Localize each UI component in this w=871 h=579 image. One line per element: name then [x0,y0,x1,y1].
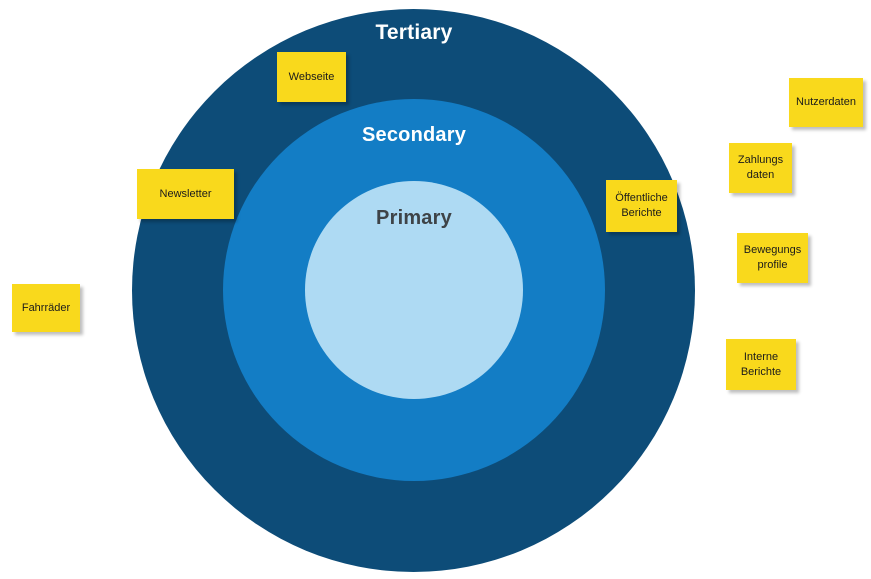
primary-ring[interactable] [305,181,523,399]
sticky-note-oeffentliche-berichte[interactable]: Öffentliche Berichte [606,180,677,232]
secondary-ring-label: Secondary [361,124,467,146]
sticky-note-nutzerdaten[interactable]: Nutzerdaten [789,78,863,127]
sticky-note-fahrraeder[interactable]: Fahrräder [12,284,80,332]
sticky-note-interne-berichte[interactable]: Interne Berichte [726,339,796,390]
sticky-note-webseite[interactable]: Webseite [277,52,346,102]
sticky-note-bewegungsprofile[interactable]: Bewegungs profile [737,233,808,283]
sticky-note-zahlungsdaten[interactable]: Zahlungs daten [729,143,792,193]
sticky-note-newsletter[interactable]: Newsletter [137,169,234,219]
primary-ring-label: Primary [376,207,452,229]
tertiary-ring-label: Tertiary [375,21,453,44]
